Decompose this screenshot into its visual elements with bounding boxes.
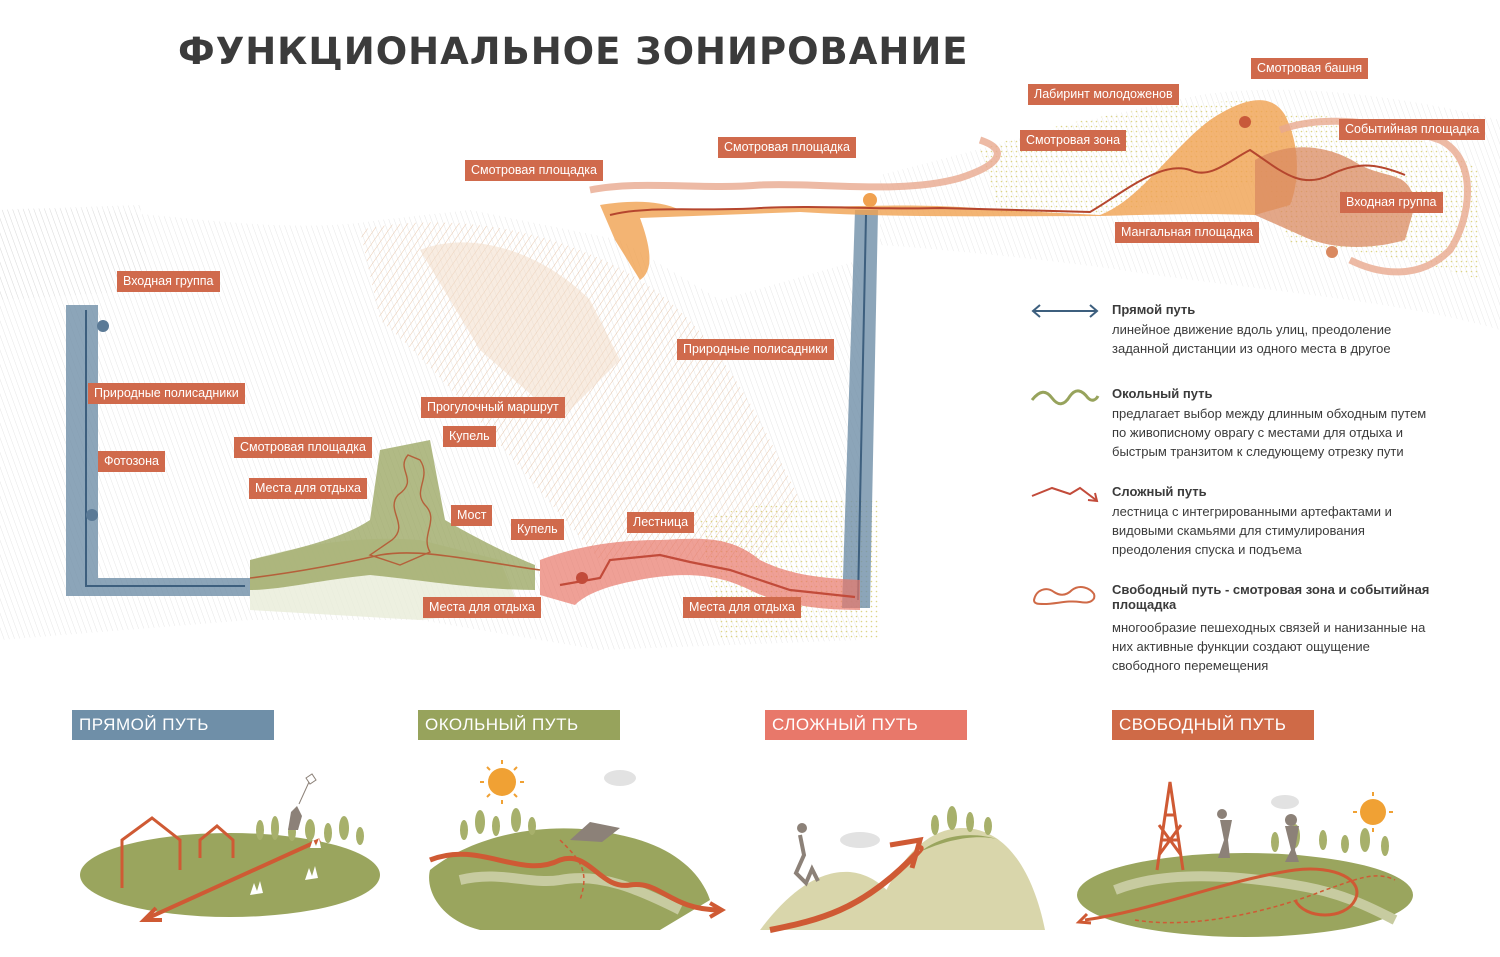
free-path [589, 100, 1471, 280]
label-bridge: Мост [451, 505, 493, 526]
zigzag-arrow-icon [1031, 486, 1099, 503]
label-entrance-right: Входная группа [1340, 192, 1443, 213]
photozone-point [86, 509, 98, 521]
site-map [0, 89, 1500, 651]
legend-complex: Сложный путь лестница с интегрированными… [1030, 484, 1490, 564]
straight-path [66, 210, 878, 608]
kupel-point [576, 572, 588, 584]
label-viewpoint-left: Смотровая площадка [234, 437, 373, 458]
label-entrance-left: Входная группа [117, 271, 220, 292]
legend-title: Свободный путь - смотровая зона и событи… [1112, 582, 1430, 612]
label-walking-route: Прогулочный маршрут [421, 397, 565, 418]
label-kupel-1: Купель [443, 426, 496, 447]
category-complex: СЛОЖНЫЙ ПУТЬ [765, 710, 967, 740]
complex-path [540, 538, 860, 610]
legend-title: Сложный путь [1112, 484, 1207, 499]
free-shape-icon [1032, 586, 1096, 606]
roundabout-path [249, 440, 541, 590]
label-nature-gardens-right: Природные полисадники [677, 339, 834, 360]
legend-desc: лестница с интегрированными артефактами … [1112, 504, 1392, 557]
legend-roundabout: Окольный путь предлагает выбор между дли… [1030, 386, 1490, 476]
category-roundabout: ОКОЛЬНЫЙ ПУТЬ [418, 710, 620, 740]
illustration-free [1075, 781, 1413, 937]
double-arrow-icon [1031, 304, 1099, 318]
legend-free: Свободный путь - смотровая зона и событи… [1030, 582, 1490, 682]
label-rest-area-1: Места для отдыха [249, 478, 367, 499]
wave-line-icon [1030, 389, 1100, 406]
label-bbq-area: Мангальная площадка [1115, 222, 1259, 243]
label-photozone: Фотозона [98, 451, 165, 472]
legend-desc: многообразие пешеходных связей и нанизан… [1112, 620, 1426, 673]
illustration-complex [760, 806, 1045, 933]
illustration-roundabout [429, 760, 726, 930]
category-straight: ПРЯМОЙ ПУТЬ [72, 710, 274, 740]
label-viewing-zone: Смотровая зона [1020, 130, 1127, 151]
entrance-point [97, 320, 109, 332]
label-nature-gardens-left: Природные полисадники [88, 383, 245, 404]
label-rest-area-3: Места для отдыха [683, 597, 801, 618]
legend-desc: предлагает выбор между длинным обходным … [1112, 406, 1427, 459]
label-watchtower: Смотровая башня [1251, 58, 1369, 79]
legend-desc: линейное движение вдоль улиц, преодолени… [1112, 322, 1392, 356]
legend-title: Прямой путь [1112, 302, 1196, 317]
page-title: ФУНКЦИОНАЛЬНОЕ ЗОНИРОВАНИЕ [178, 30, 969, 73]
label-rest-area-2: Места для отдыха [423, 597, 541, 618]
label-event-area: Событийная площадка [1339, 119, 1486, 140]
label-kupel-2: Купель [511, 519, 564, 540]
label-staircase: Лестница [627, 512, 695, 533]
label-labyrinth: Лабиринт молодоженов [1028, 84, 1179, 105]
category-free: СВОБОДНЫЙ ПУТЬ [1112, 710, 1314, 740]
label-viewpoint-mid: Смотровая площадка [465, 160, 604, 181]
legend-title: Окольный путь [1112, 386, 1213, 401]
illustration-straight [80, 773, 380, 922]
label-viewpoint-top: Смотровая площадка [718, 137, 857, 158]
legend-straight: Прямой путь линейное движение вдоль улиц… [1030, 302, 1490, 372]
